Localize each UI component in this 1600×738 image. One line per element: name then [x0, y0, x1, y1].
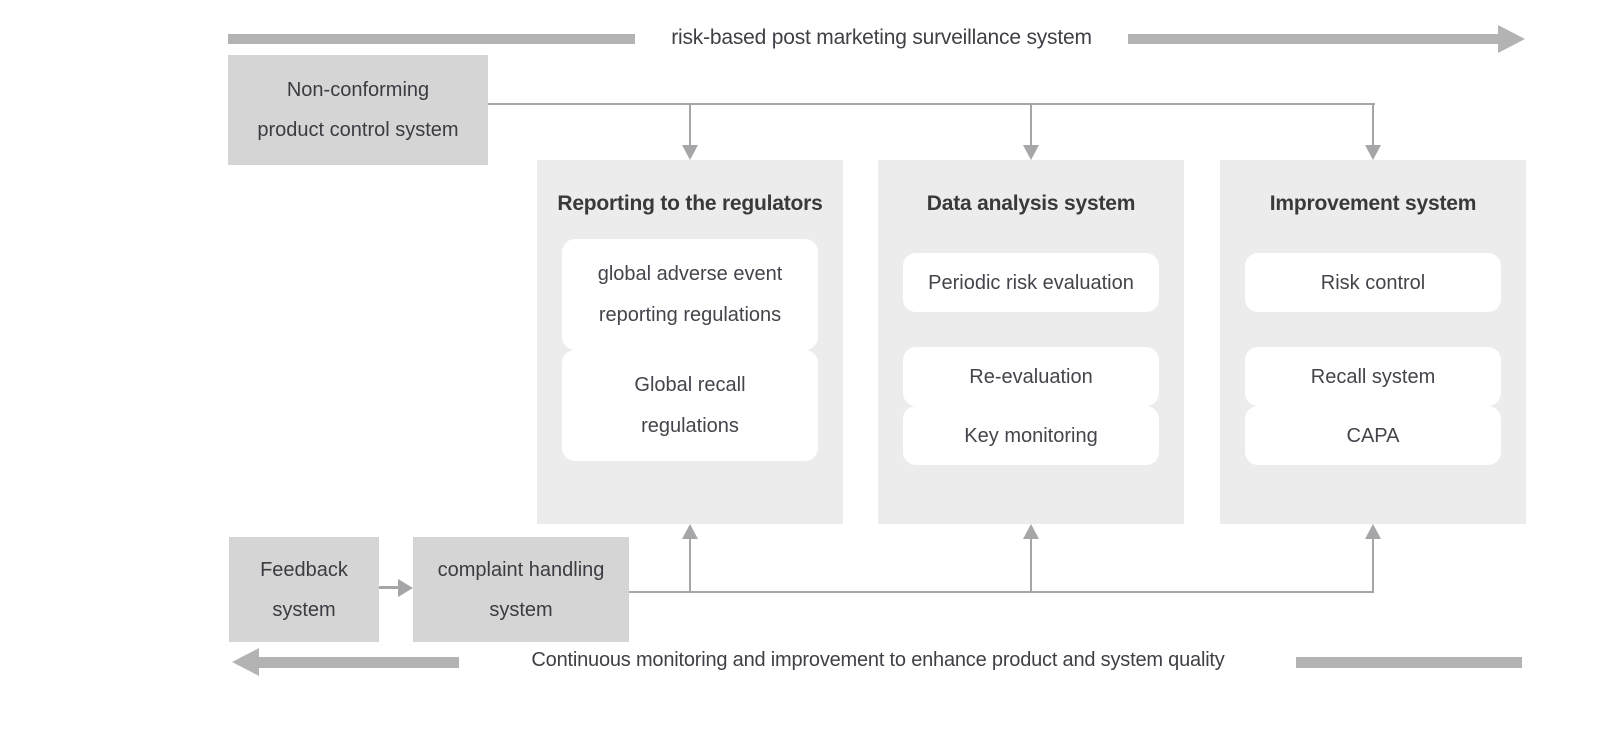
up-arrow-stem-1 — [689, 539, 691, 592]
item-line: Recall system — [1310, 365, 1436, 388]
arrow-right-icon — [1498, 25, 1525, 53]
box-line: Non-conforming — [286, 79, 430, 101]
item-line: reporting regulations — [598, 303, 782, 326]
item-line: CAPA — [1346, 424, 1400, 447]
item-line: Re-evaluation — [969, 365, 1093, 388]
up-arrow-stem-3 — [1372, 539, 1374, 592]
feedback-to-complaint-line — [379, 586, 400, 589]
non-conforming-product-control-box: Non-conforming product control system — [228, 55, 488, 165]
item-recall-system: Recall system — [1245, 347, 1501, 406]
top-flow-bar-left — [228, 34, 635, 44]
bottom-flow-bar-right — [1296, 657, 1522, 668]
arrow-left-icon — [232, 648, 259, 676]
item-capa: CAPA — [1245, 406, 1501, 465]
panel-title: Improvement system — [1269, 192, 1477, 215]
item-line: Global recall — [634, 373, 746, 396]
box-line: system — [272, 598, 336, 621]
panel-title: Reporting to the regulators — [557, 192, 823, 215]
item-line: Risk control — [1320, 271, 1426, 294]
item-global-recall-regulations: Global recall regulations — [562, 350, 818, 461]
bottom-connector-line — [629, 591, 1374, 593]
down-arrow-stem-1 — [689, 104, 691, 146]
item-global-adverse-event-reporting: global adverse event reporting regulatio… — [562, 239, 818, 350]
up-arrow-stem-2 — [1030, 539, 1032, 592]
down-arrow-stem-2 — [1030, 104, 1032, 146]
bottom-flow-title: Continuous monitoring and improvement to… — [531, 649, 1225, 671]
arrow-right-icon — [398, 579, 413, 597]
item-risk-control: Risk control — [1245, 253, 1501, 312]
complaint-handling-system-box: complaint handling system — [413, 537, 629, 642]
item-periodic-risk-evaluation: Periodic risk evaluation — [903, 253, 1159, 312]
down-arrow-stem-3 — [1372, 104, 1374, 146]
feedback-system-box: Feedback system — [229, 537, 379, 642]
arrow-down-icon — [682, 145, 698, 160]
item-line: regulations — [641, 414, 739, 437]
arrow-down-icon — [1023, 145, 1039, 160]
box-line: system — [489, 598, 553, 621]
box-line: product control system — [257, 119, 459, 141]
top-flow-bar-right — [1128, 34, 1500, 44]
panel-reporting-to-regulators: Reporting to the regulators global adver… — [537, 160, 843, 524]
item-re-evaluation: Re-evaluation — [903, 347, 1159, 406]
bottom-flow-bar-left — [258, 657, 459, 668]
arrow-down-icon — [1365, 145, 1381, 160]
panel-title: Data analysis system — [926, 192, 1136, 215]
arrow-up-icon — [1023, 524, 1039, 539]
panel-data-analysis-system: Data analysis system Periodic risk evalu… — [878, 160, 1184, 524]
top-flow-title: risk-based post marketing surveillance s… — [671, 26, 1092, 49]
item-key-monitoring: Key monitoring — [903, 406, 1159, 465]
item-line: Periodic risk evaluation — [928, 271, 1134, 294]
item-line: Key monitoring — [964, 424, 1098, 447]
arrow-up-icon — [682, 524, 698, 539]
box-line: complaint handling — [437, 558, 605, 581]
box-line: Feedback — [260, 558, 348, 581]
panel-improvement-system: Improvement system Risk control Recall s… — [1220, 160, 1526, 524]
item-line: global adverse event — [597, 262, 783, 285]
arrow-up-icon — [1365, 524, 1381, 539]
top-connector-line — [488, 103, 1375, 105]
